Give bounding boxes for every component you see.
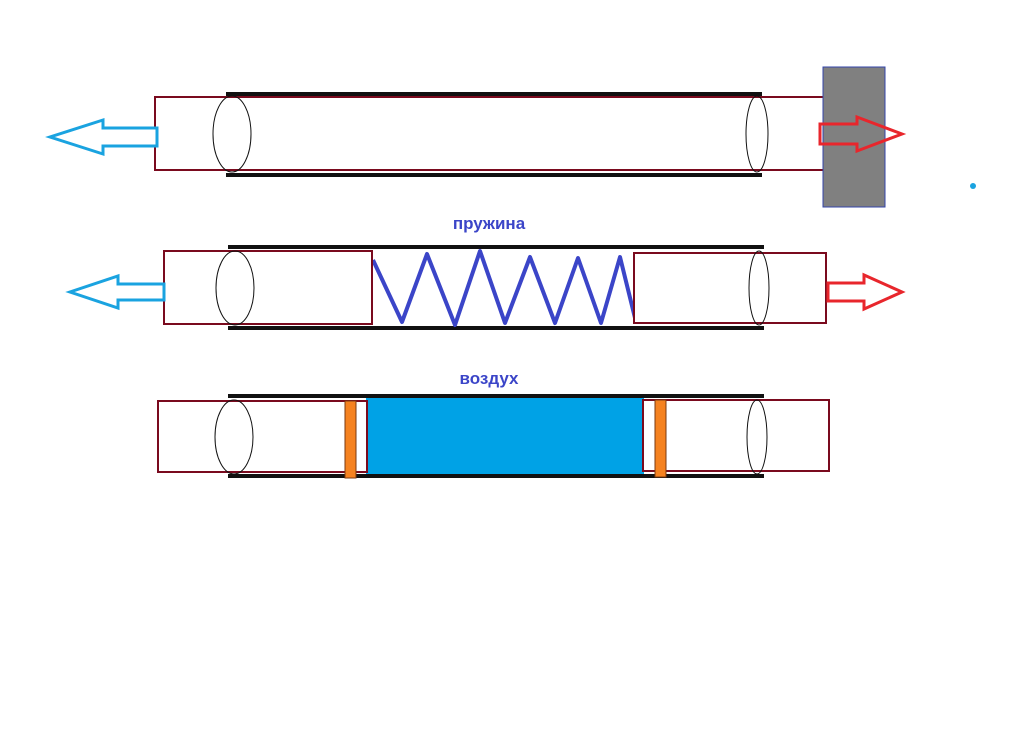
rod [154, 96, 826, 171]
spring-label: пружина [453, 214, 526, 233]
tube-end-right [748, 250, 770, 326]
air-chamber [366, 397, 644, 475]
spring-coil [371, 249, 638, 327]
tube-end-right [745, 95, 769, 173]
right-arrow-icon [826, 272, 906, 312]
tube-end-right [746, 399, 768, 475]
piston-right [642, 399, 830, 472]
air-label: воздух [460, 369, 519, 388]
piston-right [633, 252, 827, 324]
piston-left [157, 400, 368, 473]
piston-left [163, 250, 373, 325]
gasket-left [344, 400, 357, 479]
gasket-right [654, 399, 667, 478]
left-arrow-icon [45, 117, 159, 157]
diagram-spring [65, 245, 906, 330]
diagram-rod-with-wall [45, 66, 976, 208]
tube-end-left [214, 399, 254, 475]
left-arrow-icon [65, 273, 166, 311]
wall [822, 66, 886, 208]
tube-end-left [212, 95, 252, 173]
stray-dot [970, 183, 976, 189]
diagram-air [157, 394, 830, 479]
tube-end-left [215, 250, 255, 326]
right-arrow-icon [818, 114, 907, 154]
